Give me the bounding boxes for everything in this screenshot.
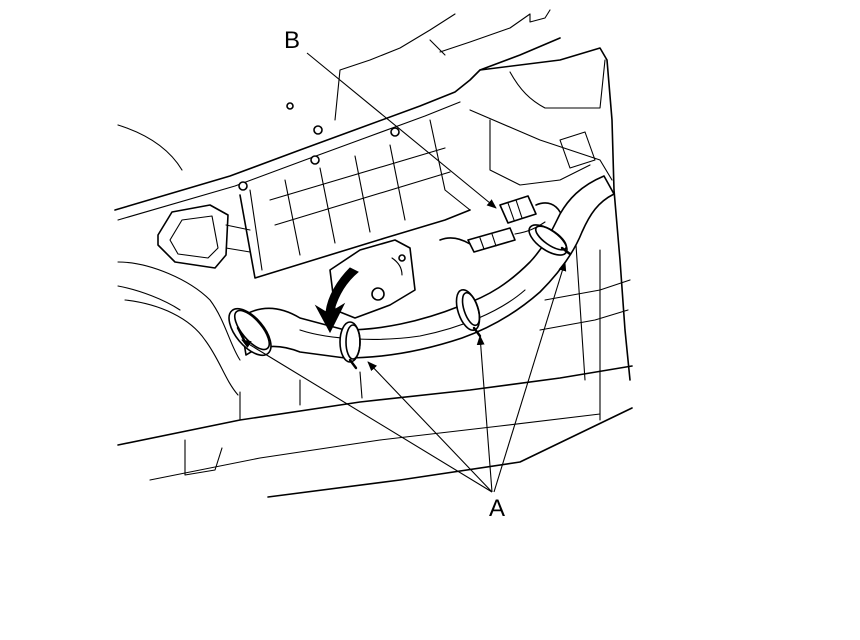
manifold-bolts: [238, 102, 400, 191]
callout-leaders: [241, 52, 567, 493]
intake-manifold: [157, 102, 471, 319]
hose-clamp-1: [228, 307, 272, 357]
hose-clamp-3: [455, 288, 482, 338]
hose-clamp-2: [339, 321, 361, 370]
removal-direction-arrow: [314, 267, 359, 334]
callout-label-b: B: [284, 27, 300, 54]
coolant-hose: [228, 175, 615, 370]
hose-clamp-4: [528, 224, 572, 256]
chassis-outline: [114, 9, 633, 498]
bracket-bolt: [371, 287, 385, 301]
callout-label-a: A: [489, 495, 505, 522]
electrical-connector: [439, 195, 561, 253]
